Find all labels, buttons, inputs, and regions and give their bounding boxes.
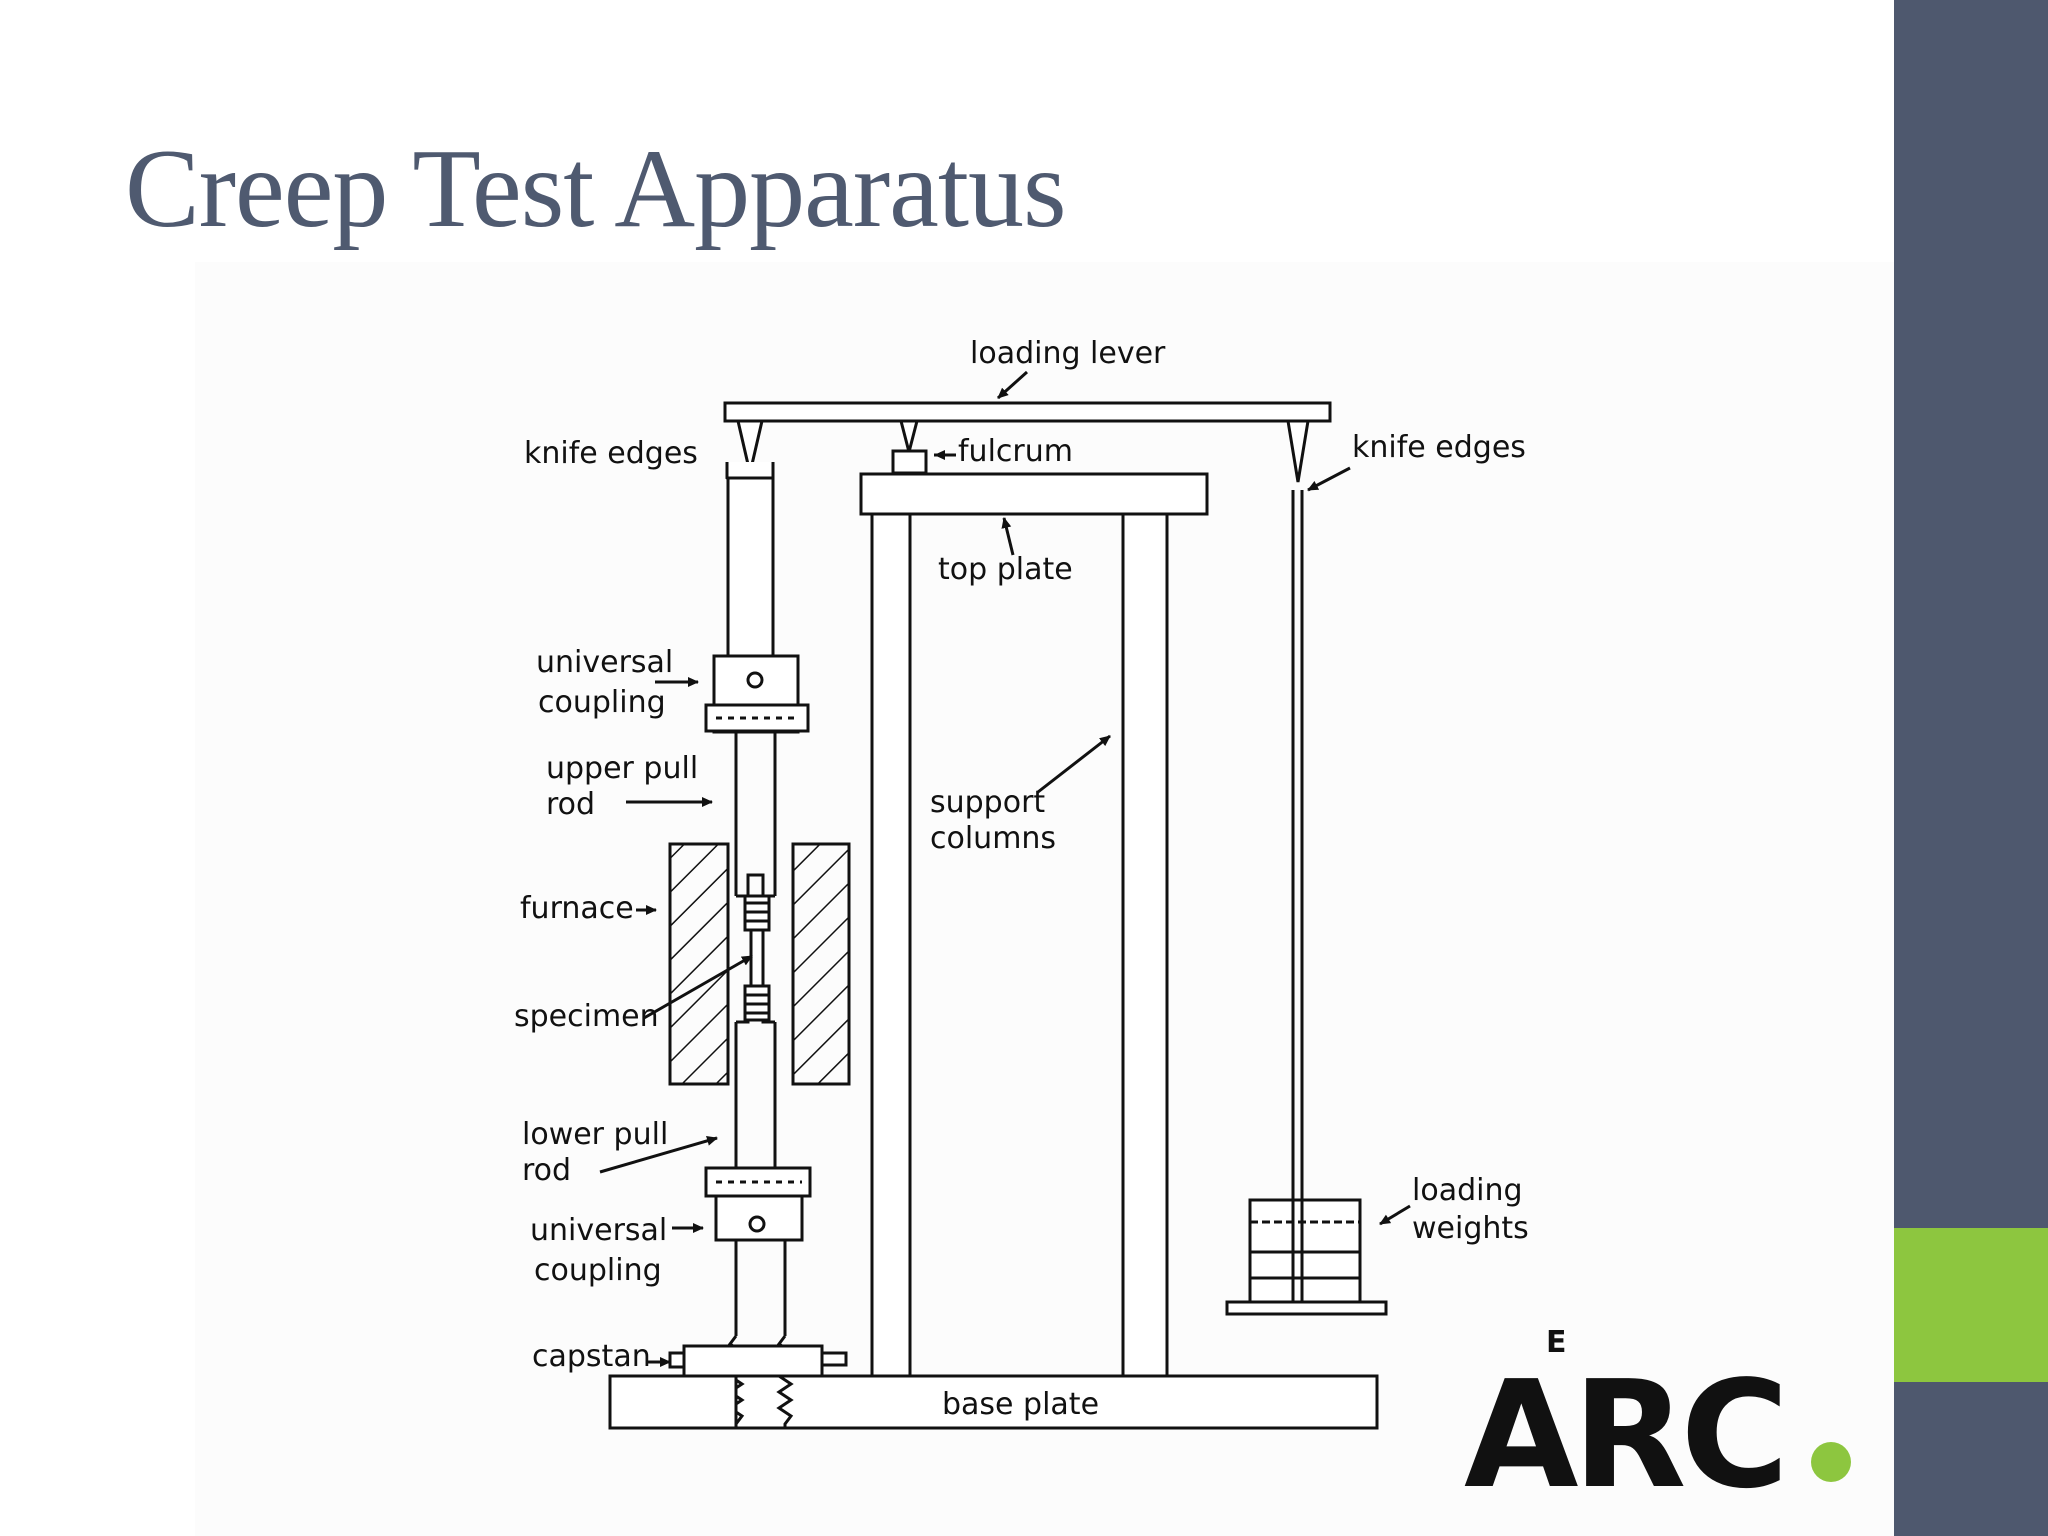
coupling-pin-lower	[748, 1215, 766, 1233]
support-column-right	[1121, 512, 1169, 1378]
specimen	[749, 928, 765, 988]
fulcrum-block	[891, 449, 928, 475]
label-upper-pull-rod-2: rod	[546, 787, 595, 822]
label-universal-coupling-lower-2: coupling	[534, 1253, 662, 1288]
label-furnace: furnace	[520, 891, 634, 926]
knife-edge-right	[1286, 419, 1310, 483]
logo-small-letter: E	[1546, 1325, 1567, 1360]
base-plate-left-block	[608, 1374, 738, 1430]
label-knife-edges-left: knife edges	[524, 436, 698, 471]
label-universal-coupling-lower-1: universal	[530, 1213, 667, 1248]
label-lower-pull-rod-1: lower pull	[522, 1117, 668, 1152]
furnace-left	[668, 842, 730, 1086]
label-capstan: capstan	[532, 1339, 651, 1374]
logo-text: ARC	[1464, 1349, 1783, 1521]
label-upper-pull-rod-1: upper pull	[546, 751, 698, 786]
label-loading-weights-1: loading	[1412, 1173, 1523, 1208]
label-universal-coupling-upper-2: coupling	[538, 685, 666, 720]
label-knife-edges-right: knife edges	[1352, 430, 1526, 465]
label-fulcrum: fulcrum	[958, 434, 1073, 469]
label-lower-pull-rod-2: rod	[522, 1153, 571, 1188]
coupling-pin-upper	[746, 671, 764, 689]
label-support-columns-2: columns	[930, 821, 1056, 856]
label-specimen: specimen	[514, 999, 659, 1034]
furnace-right	[791, 842, 851, 1086]
label-loading-weights-2: weights	[1412, 1211, 1529, 1246]
label-universal-coupling-upper-1: universal	[536, 645, 673, 680]
loading-lever	[723, 401, 1332, 423]
green-accent-block	[1894, 1228, 2048, 1382]
weight-pan	[1225, 1300, 1388, 1316]
knife-edge-left	[736, 419, 764, 474]
logo-dot	[1811, 1442, 1851, 1482]
logo: E ARC	[1464, 1325, 1851, 1521]
capstan-nut	[682, 1344, 824, 1378]
upper-bar	[726, 476, 775, 658]
label-support-columns-1: support	[930, 785, 1045, 820]
label-base-plate: base plate	[942, 1387, 1099, 1422]
top-plate	[859, 472, 1209, 516]
label-top-plate: top plate	[938, 552, 1073, 587]
support-column-left	[870, 512, 912, 1378]
slide-title: Creep Test Apparatus	[125, 127, 1067, 251]
label-loading-lever: loading lever	[970, 336, 1166, 371]
fulcrum-knife	[899, 419, 919, 453]
